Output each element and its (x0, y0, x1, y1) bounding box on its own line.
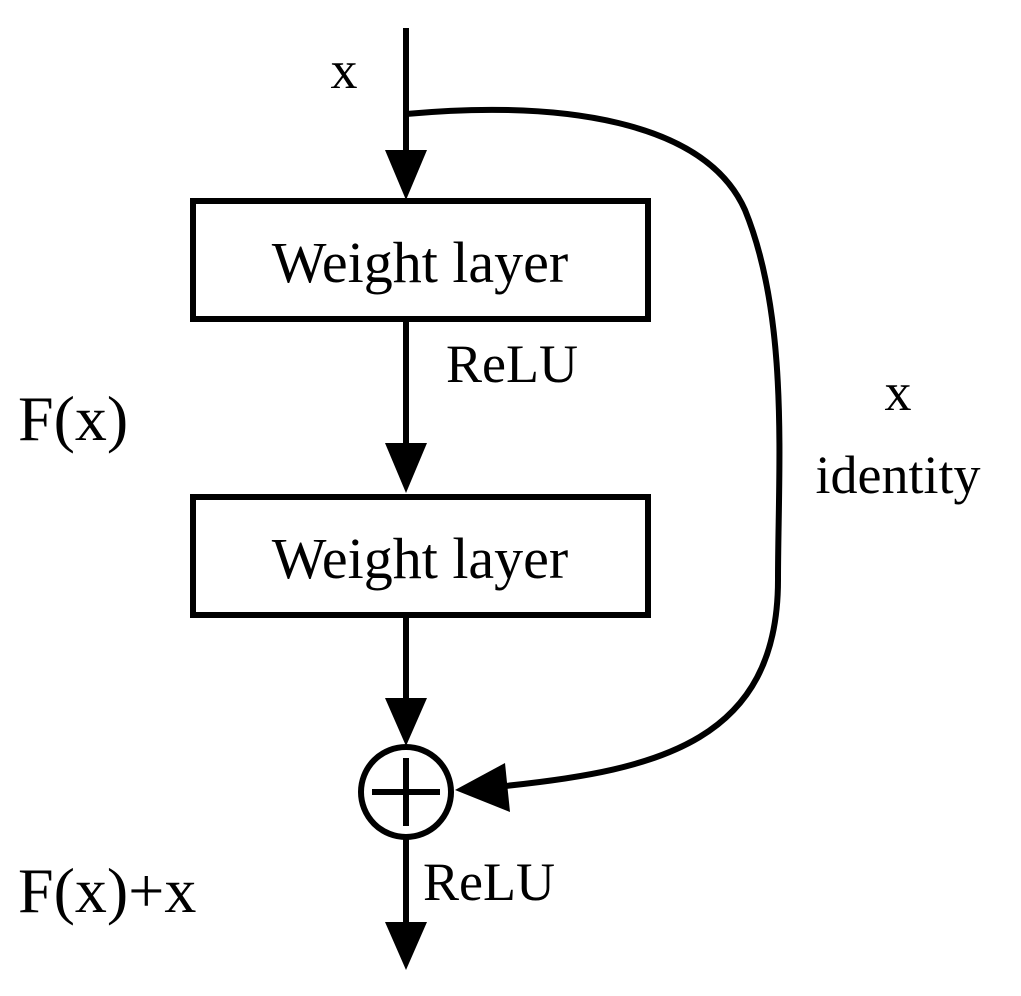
skip-identity-label: identity (816, 445, 981, 505)
input-arrow-head (385, 150, 427, 200)
weight-layer-block-top (190, 198, 651, 322)
weight-layer-bottom-label: Weight layer (272, 526, 569, 591)
weight-layer-top-label: Weight layer (272, 230, 569, 295)
input-x-label: x (331, 40, 358, 100)
residual-fx-label: F(x) (18, 383, 128, 454)
output-arrow-head (385, 922, 427, 970)
skip-x-label: x (885, 362, 912, 422)
skip-connection-curve (405, 106, 783, 789)
middle-arrow-head (385, 443, 427, 493)
output-fx-plus-x-label: F(x)+x (18, 855, 196, 926)
relu-out-label: ReLU (423, 852, 555, 912)
to-sum-arrow-head (385, 698, 427, 746)
relu-mid-label: ReLU (446, 334, 578, 394)
weight-layer-block-bottom (190, 494, 651, 618)
skip-connection-arrow-head (455, 763, 510, 812)
